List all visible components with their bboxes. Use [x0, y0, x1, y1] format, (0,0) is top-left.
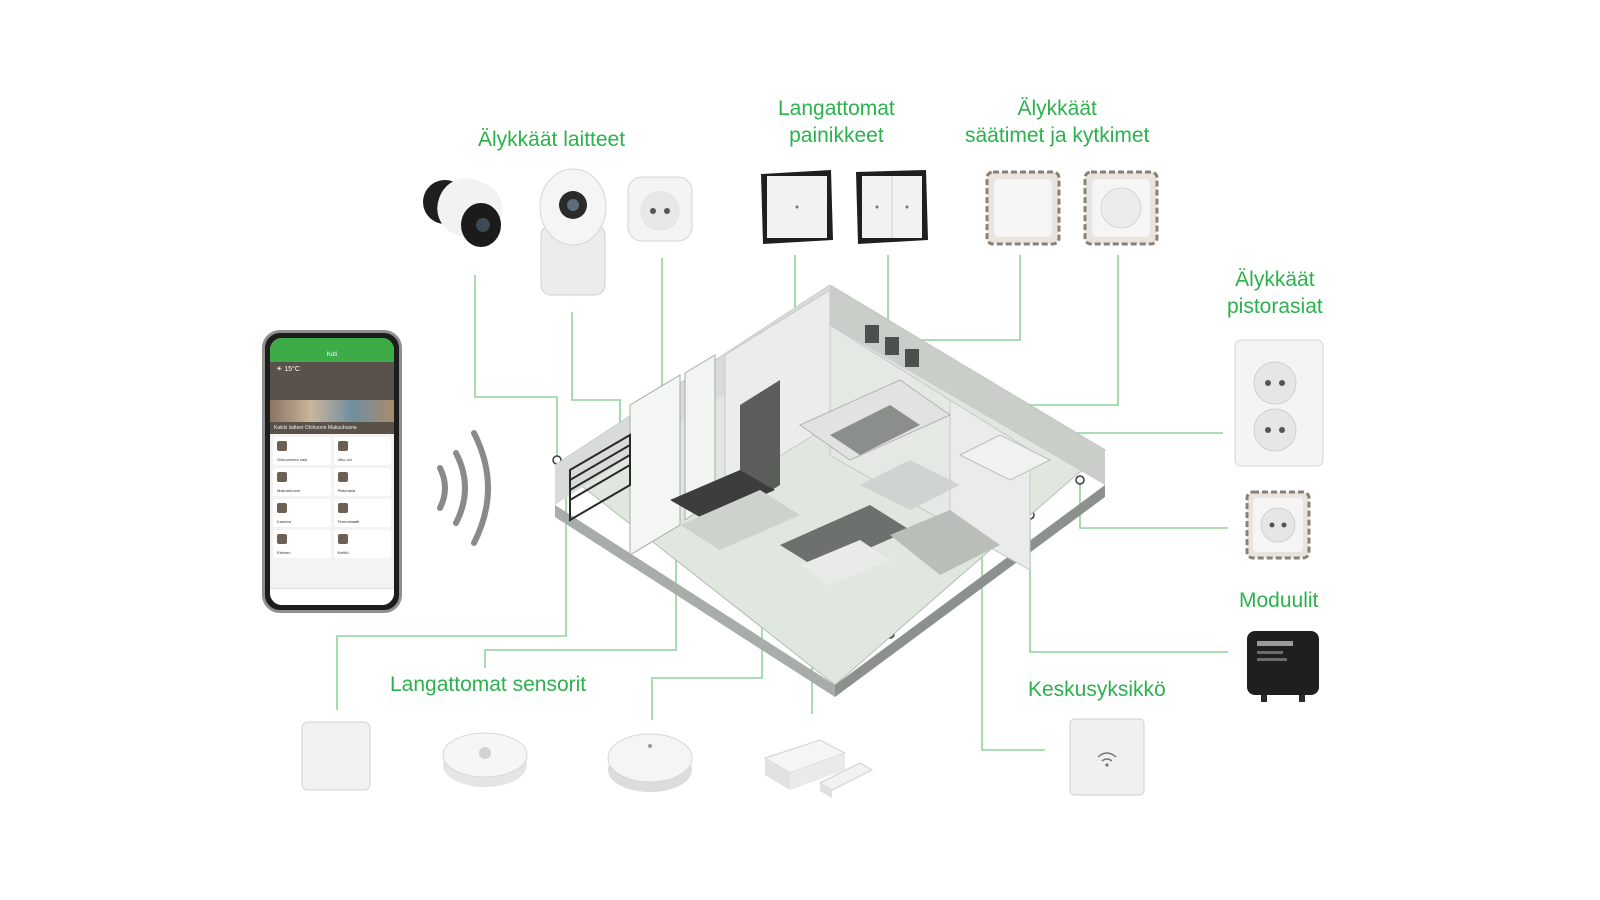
- device-card[interactable]: Kamera: [273, 499, 331, 527]
- label-hub: Keskusyksikkö: [1028, 678, 1166, 701]
- smart-dimmer-icon: [1083, 170, 1159, 246]
- label-controllers: Älykkäät säätimet ja kytkimet: [965, 95, 1149, 149]
- smartphone-app: Koti ☀ 15°C Kaikki laitteet Olohuone Mak…: [262, 330, 402, 613]
- double-socket-icon: [1234, 339, 1324, 467]
- device-card[interactable]: Termostaatti: [333, 499, 391, 527]
- hub-icon: [1069, 718, 1145, 796]
- phone-screen: Koti ☀ 15°C Kaikki laitteet Olohuone Mak…: [270, 338, 394, 605]
- label-smart-sockets: Älykkäät pistorasiat: [1227, 266, 1323, 320]
- single-socket-icon: [1245, 490, 1311, 560]
- wire-socket-2: [1079, 480, 1228, 529]
- wire-hub: [981, 480, 1045, 751]
- label-smart-devices: Älykkäät laitteet: [478, 128, 626, 151]
- label-controllers-line1: Älykkäät: [1017, 97, 1097, 120]
- wireless-button-single-icon: [761, 170, 833, 244]
- label-controllers-line2: säätimet ja kytkimet: [965, 124, 1150, 147]
- label-smart-sockets-line2: pistorasiat: [1227, 295, 1323, 318]
- phone-bottom-nav[interactable]: [270, 588, 394, 605]
- module-icon: [1247, 631, 1319, 702]
- label-modules: Moduulit: [1239, 589, 1319, 612]
- phone-temperature: 15°C: [284, 366, 300, 373]
- device-card[interactable]: Keittiö: [333, 530, 391, 558]
- label-wireless-buttons-line2: painikkeet: [789, 124, 884, 147]
- device-card[interactable]: Ulko-ovi: [333, 437, 391, 465]
- label-wireless-sensors: Langattomat sensorit: [390, 673, 587, 696]
- phone-status-bar: [270, 338, 394, 348]
- sun-icon: ☀: [276, 366, 283, 373]
- outdoor-camera-icon: [423, 178, 503, 247]
- smart-switch-icon: [985, 170, 1061, 246]
- wifi-signal-icon: [437, 430, 491, 546]
- smart-plug-icon: [627, 176, 693, 242]
- door-sensor-icon: [763, 739, 874, 798]
- label-wireless-buttons-line1: Langattomat: [778, 97, 895, 120]
- device-card[interactable]: Olohuoneen valo: [273, 437, 331, 465]
- phone-device-grid: Olohuoneen valo Ulko-ovi Makuuhuone Pist…: [270, 434, 394, 561]
- indoor-camera-icon: [539, 168, 607, 296]
- phone-app-title[interactable]: Koti: [270, 348, 394, 362]
- phone-room-photo: [270, 400, 394, 422]
- device-card[interactable]: Eteinen: [273, 530, 331, 558]
- device-card[interactable]: Makuuhuone: [273, 468, 331, 496]
- phone-tabs[interactable]: Kaikki laitteet Olohuone Makuuhuone: [270, 422, 394, 434]
- smoke-sensor-icon: [607, 733, 693, 792]
- wire-sensor-1: [336, 492, 567, 710]
- apartment-illustration: [554, 285, 1106, 697]
- wire-camera: [474, 275, 558, 460]
- label-smart-sockets-line1: Älykkäät: [1235, 268, 1315, 291]
- wireless-button-double-icon: [856, 170, 928, 244]
- phone-weather: ☀ 15°C: [270, 362, 394, 400]
- motion-sensor-icon: [442, 732, 528, 787]
- label-wireless-buttons: Langattomat painikkeet: [778, 95, 895, 149]
- device-card[interactable]: Pistorasia: [333, 468, 391, 496]
- sensor-square-icon: [301, 721, 371, 791]
